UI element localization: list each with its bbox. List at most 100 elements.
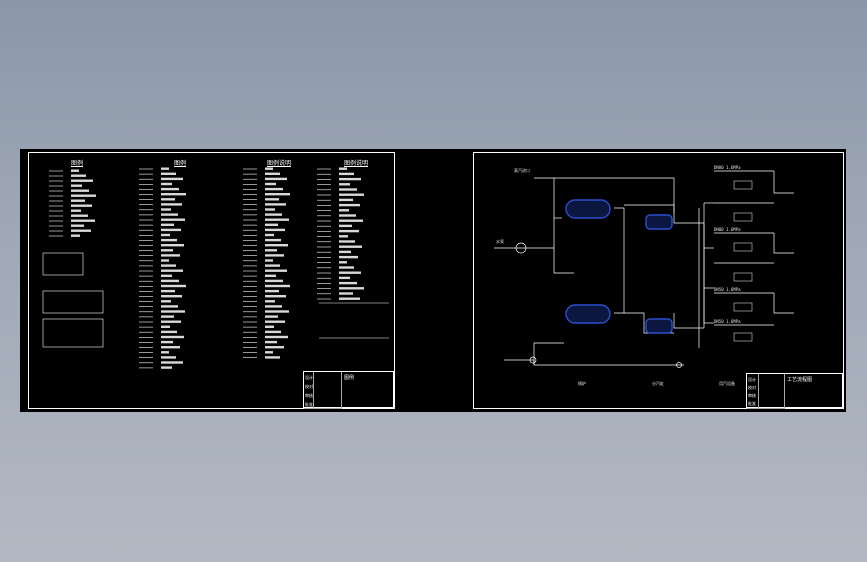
legend-symbol-text bbox=[265, 310, 289, 313]
legend-symbol-text bbox=[71, 174, 86, 177]
legend-symbol-text bbox=[339, 240, 355, 243]
legend-symbol-text bbox=[265, 254, 284, 257]
legend-symbol-text bbox=[161, 223, 174, 226]
equipment-tag-4: DN50 1.6MPa bbox=[714, 319, 741, 324]
drawing-canvas[interactable]: 图例 图例 图例说明 图例说明 图例 设计 校对 审核 批准 bbox=[20, 149, 846, 412]
legend-symbol-text bbox=[265, 325, 274, 328]
legend-symbol-text bbox=[339, 287, 364, 290]
legend-symbol-text bbox=[71, 229, 91, 232]
legend-symbol-text bbox=[265, 335, 288, 339]
legend-symbol-text bbox=[339, 276, 350, 280]
legend-symbol-text bbox=[265, 193, 290, 196]
pump-label: 水泵 bbox=[496, 239, 504, 244]
legend-symbol-text bbox=[339, 209, 349, 212]
legend-symbol-text bbox=[161, 187, 179, 191]
legend-symbol-text bbox=[265, 177, 287, 181]
legend-symbol-text bbox=[265, 264, 280, 267]
equipment-tag-2: DN80 1.6MPa bbox=[714, 227, 741, 232]
bottom-label-header: 分汽缸 bbox=[652, 381, 664, 386]
legend-symbol-text bbox=[339, 219, 363, 222]
legend-symbol-text bbox=[265, 187, 283, 191]
legend-group-box bbox=[42, 252, 84, 276]
legend-symbol-text bbox=[265, 274, 276, 277]
legend-symbol-text bbox=[265, 213, 282, 216]
legend-symbol-text bbox=[71, 169, 79, 172]
left-tb-row-2: 校对 bbox=[305, 384, 313, 389]
legend-symbol-text bbox=[161, 351, 169, 354]
legend-symbol-text bbox=[161, 259, 169, 262]
legend-symbol-text bbox=[161, 340, 173, 344]
legend-symbol-text bbox=[265, 330, 281, 334]
legend-symbol-text bbox=[161, 213, 178, 216]
right-tb-row-1: 设计 bbox=[748, 377, 756, 382]
legend-symbol-text bbox=[265, 228, 285, 232]
legend-symbol-text bbox=[265, 356, 280, 359]
legend-symbol-text bbox=[339, 214, 356, 217]
legend-symbol-text bbox=[265, 218, 289, 221]
legend-symbol-text bbox=[71, 214, 88, 217]
legend-symbol-text bbox=[161, 208, 171, 211]
legend-symbol-text bbox=[161, 356, 176, 359]
left-tb-row-4: 批准 bbox=[305, 402, 313, 407]
legend-symbol-text bbox=[265, 259, 273, 262]
legend-symbol-text bbox=[339, 188, 357, 191]
process-flow-sheet[interactable]: 蒸汽进口 水泵 DN80 1.6MPa DN80 1.6MPa DN50 1.6… bbox=[473, 152, 844, 409]
legend-symbol-text bbox=[161, 228, 181, 232]
legend-symbol-text bbox=[161, 289, 175, 293]
left-title-block: 图例 设计 校对 审核 批准 bbox=[303, 371, 394, 409]
legend-sheet[interactable]: 图例 图例 图例说明 图例说明 图例 设计 校对 审核 批准 bbox=[28, 152, 395, 409]
legend-group-box bbox=[42, 290, 104, 314]
legend-symbol-text bbox=[71, 179, 93, 182]
legend-symbol-text bbox=[339, 224, 352, 228]
right-tb-row-2: 校对 bbox=[748, 385, 756, 390]
steam-inlet-label: 蒸汽进口 bbox=[514, 168, 530, 173]
legend-symbol-text bbox=[339, 235, 348, 238]
legend-symbol-text bbox=[161, 320, 181, 323]
legend-symbol-text bbox=[71, 204, 92, 207]
legend-symbol-text bbox=[265, 167, 273, 170]
legend-symbol-text bbox=[339, 172, 354, 176]
legend-symbol-text bbox=[339, 245, 362, 248]
legend-symbol-text bbox=[161, 315, 174, 318]
legend-column-header-4: 图例说明 bbox=[344, 160, 369, 167]
legend-symbol-text bbox=[161, 366, 172, 369]
legend-symbol-text bbox=[265, 233, 274, 237]
legend-symbol-text bbox=[161, 249, 173, 252]
legend-symbol-text bbox=[71, 184, 82, 187]
legend-column-header-1: 图例 bbox=[71, 160, 84, 167]
legend-symbol-text bbox=[161, 172, 176, 175]
legend-symbol-text bbox=[161, 284, 186, 288]
legend-symbol-text bbox=[161, 279, 179, 283]
legend-symbol-text bbox=[265, 198, 279, 201]
right-drawing-title: 工艺流程图 bbox=[787, 377, 813, 383]
legend-symbol-text bbox=[161, 310, 185, 313]
equipment-tag-1: DN80 1.6MPa bbox=[714, 165, 741, 170]
bottom-label-boiler: 锅炉 bbox=[578, 381, 586, 386]
legend-symbol-text bbox=[339, 167, 347, 170]
legend-symbol-text bbox=[339, 183, 350, 186]
legend-symbol-text bbox=[265, 279, 283, 283]
right-tb-row-4: 批准 bbox=[748, 401, 756, 406]
legend-symbol-text bbox=[265, 249, 277, 252]
left-tb-row-3: 审核 bbox=[305, 393, 313, 398]
equipment-tag-3: DN50 1.6MPa bbox=[714, 287, 741, 292]
legend-symbol-text bbox=[161, 238, 177, 242]
legend-symbol-text bbox=[265, 244, 288, 247]
legend-symbol-text bbox=[265, 284, 290, 288]
legend-symbol-text bbox=[265, 269, 287, 272]
legend-column-header-3: 图例说明 bbox=[267, 160, 292, 167]
legend-symbol-text bbox=[161, 335, 184, 339]
legend-symbol-text bbox=[265, 305, 282, 308]
legend-group-box bbox=[42, 318, 104, 348]
legend-symbol-text bbox=[339, 281, 357, 285]
legend-symbol-text bbox=[339, 177, 361, 181]
legend-symbol-text bbox=[161, 346, 180, 349]
legend-symbol-text bbox=[265, 315, 278, 318]
legend-symbol-text bbox=[265, 203, 286, 206]
legend-symbol-text bbox=[339, 297, 360, 300]
legend-symbol-text bbox=[161, 167, 169, 170]
legend-symbol-text bbox=[161, 218, 185, 221]
legend-symbol-text bbox=[161, 254, 180, 257]
legend-symbol-text bbox=[265, 340, 277, 344]
legend-symbol-text bbox=[71, 219, 95, 222]
